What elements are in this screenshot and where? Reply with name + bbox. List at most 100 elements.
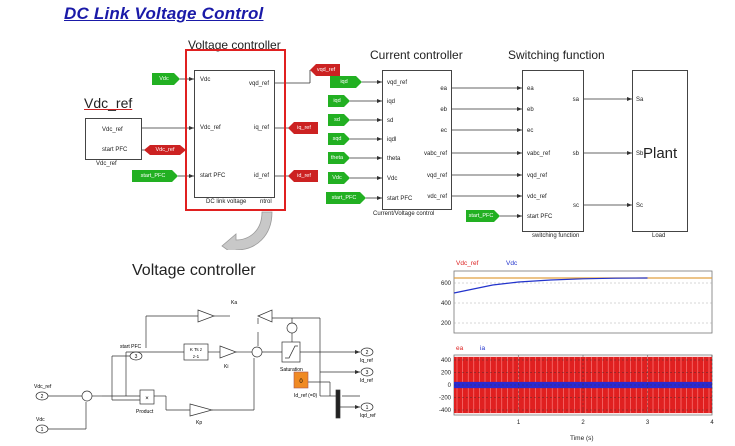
tag-text-red-top: vqd_ref xyxy=(316,67,336,73)
chart1-legend-1: Vdc xyxy=(506,260,518,267)
voltage-controller-block[interactable]: Vdc Vdc_ref start PFC vqd_ref iq_ref id_… xyxy=(194,70,275,198)
sub-in-label-2: Vdc xyxy=(36,417,45,423)
sub-ka-label: Ka xyxy=(231,300,237,306)
current-controller-block[interactable]: vqd_ref iqd sd iqdl theta Vdc start PFC … xyxy=(382,70,452,210)
load-in-sb: Sb xyxy=(636,151,644,157)
plant-block[interactable]: Sa Sb Sc xyxy=(632,70,688,232)
sw-in-vabcref: vabc_ref xyxy=(527,151,551,157)
sw-in-eb: eb xyxy=(527,107,534,113)
vc-in-startpfc: start PFC xyxy=(200,173,226,179)
sw-in-startpfc: start PFC xyxy=(527,214,553,220)
sw-in-vdcref: vdc_ref xyxy=(527,194,547,200)
vc-caption-2: ntrol xyxy=(260,199,272,205)
voltage-controller-label: Voltage controller xyxy=(188,38,281,52)
cc-caption: Current/Voltage control xyxy=(373,211,435,217)
sw-in-vqdref: vqd_ref xyxy=(527,173,548,179)
tag-green-cc-6 xyxy=(328,172,350,184)
chart1-ytick-label: 200 xyxy=(441,321,452,327)
chart2-xtick-label: 1 xyxy=(517,420,521,426)
load-in-sa: Sa xyxy=(636,97,644,103)
sub-in-num-1: 2 xyxy=(41,394,44,400)
sub-saturation-label: Saturation xyxy=(280,367,303,373)
sub-out-label-2: Id_ref xyxy=(360,378,373,384)
sub-in-label-3: start PFC xyxy=(120,344,142,350)
vc-out-vqdref: vqd_ref xyxy=(248,81,269,87)
cc-out-vqdref: vqd_ref xyxy=(426,173,447,179)
chart1-series-vdc xyxy=(453,277,648,294)
chart1-frame xyxy=(453,270,713,334)
tag-text-cc-3: sd xyxy=(334,117,340,123)
sub-idref-const-label: Id_ref (=0) xyxy=(294,393,318,399)
tag-green-startpfc xyxy=(132,170,178,182)
tag-text-cc-2: iqd xyxy=(333,98,341,104)
cc-out-vabcref: vabc_ref xyxy=(423,151,447,157)
chart2-ytick-label: 400 xyxy=(441,358,452,364)
cc-out-eb: eb xyxy=(440,107,447,113)
cc-in-iqd: iqd xyxy=(387,99,396,105)
chart2-xlabel: Time (s) xyxy=(570,435,594,442)
chart1-ytick-label: 400 xyxy=(441,301,452,307)
sw-out-sa: sa xyxy=(572,97,579,103)
load-caption: Load xyxy=(652,233,666,239)
tag-text-cc-6: Vdc xyxy=(332,175,342,181)
tag-green-cc-1 xyxy=(330,76,362,88)
tag-green-cc-2 xyxy=(328,95,350,107)
vc-out-idref: id_ref xyxy=(253,173,269,179)
tag-green-cc-3 xyxy=(328,114,350,126)
chart2-ytick-label: -200 xyxy=(439,396,452,402)
chart2-ytick-label: 200 xyxy=(441,371,452,377)
vc-in-vdc: Vdc xyxy=(200,77,211,83)
chart2-legend-1: ia xyxy=(480,345,485,352)
vdc-ref-block[interactable]: Vdc_ref start PFC xyxy=(85,118,142,160)
cc-in-sd: sd xyxy=(387,118,394,124)
tag-text-cc-5: theta xyxy=(330,155,344,161)
sub-kp-label: Kp xyxy=(196,420,202,426)
vdc-ref-block-caption: Vdc_ref xyxy=(96,161,117,167)
cc-out-ec: ec xyxy=(440,128,447,134)
sub-product-label: Product xyxy=(136,409,154,415)
voltage-controller-highlight xyxy=(185,49,286,211)
page-title: DC Link Voltage Control xyxy=(64,4,264,23)
sub-integrator-bot: z-1 xyxy=(193,354,200,359)
sub-out-label-3: Iqd_ref xyxy=(360,413,376,419)
plant-label: Plant xyxy=(643,145,678,162)
tag-green-cc-5 xyxy=(328,152,350,164)
chart2-xtick-label: 4 xyxy=(710,420,714,426)
sub-out-num-3: 1 xyxy=(366,405,369,411)
sub-product-symbol: × xyxy=(145,396,149,402)
sw-in-ea: ea xyxy=(527,86,534,92)
cc-in-vqdref: vqd_ref xyxy=(387,80,408,86)
switching-function-block[interactable]: ea eb ec vabc_ref vqd_ref vdc_ref start … xyxy=(522,70,584,232)
sub-in-label-1: Vdc_ref xyxy=(34,384,52,390)
tag-green-vdc xyxy=(152,73,180,85)
cc-out-vdcref: vdc_ref xyxy=(427,194,447,200)
chart2-ytick-label: -400 xyxy=(439,408,452,414)
vc-caption: DC link voltage xyxy=(206,199,247,205)
tag-text-startpfc: start_PFC xyxy=(140,173,166,179)
top-wiring xyxy=(141,70,632,250)
sub-in-num-2: 1 xyxy=(41,427,44,433)
tag-red-top xyxy=(310,64,340,76)
chart1-legend-0: Vdc_ref xyxy=(456,260,479,267)
tag-red-id xyxy=(288,170,318,182)
sub-out-num-2: 3 xyxy=(366,370,369,376)
voltage-controller-subdiagram: 2 1 3 2 3 1 Vdc_ref Vdc start PFC Iq_ref… xyxy=(34,300,376,434)
vdcref-port-out: Vdc_ref xyxy=(102,127,123,133)
tag-green-cc-7 xyxy=(326,192,366,204)
chart2-xtick-label: 2 xyxy=(581,420,585,426)
sub-integrator-top: K Ts z xyxy=(190,347,203,352)
voltage-controller-sub-title: Voltage controller xyxy=(132,262,256,279)
sw-out-sb: sb xyxy=(572,151,579,157)
tag-red-iq xyxy=(288,122,318,134)
vdc-ref-label: Vdc_ref xyxy=(84,95,133,111)
sw-in-ec: ec xyxy=(527,128,534,134)
vdcref-port-startpfc: start PFC xyxy=(102,147,128,153)
chart2-legend-0: ea xyxy=(456,345,464,352)
cc-in-vdc: Vdc xyxy=(387,176,398,182)
vc-in-vdcref: Vdc_ref xyxy=(200,125,221,131)
vc-out-iqref: iq_ref xyxy=(253,125,269,131)
tag-green-sw xyxy=(466,210,500,222)
sub-out-num-1: 2 xyxy=(366,350,369,356)
switching-function-label: Switching function xyxy=(508,48,605,62)
